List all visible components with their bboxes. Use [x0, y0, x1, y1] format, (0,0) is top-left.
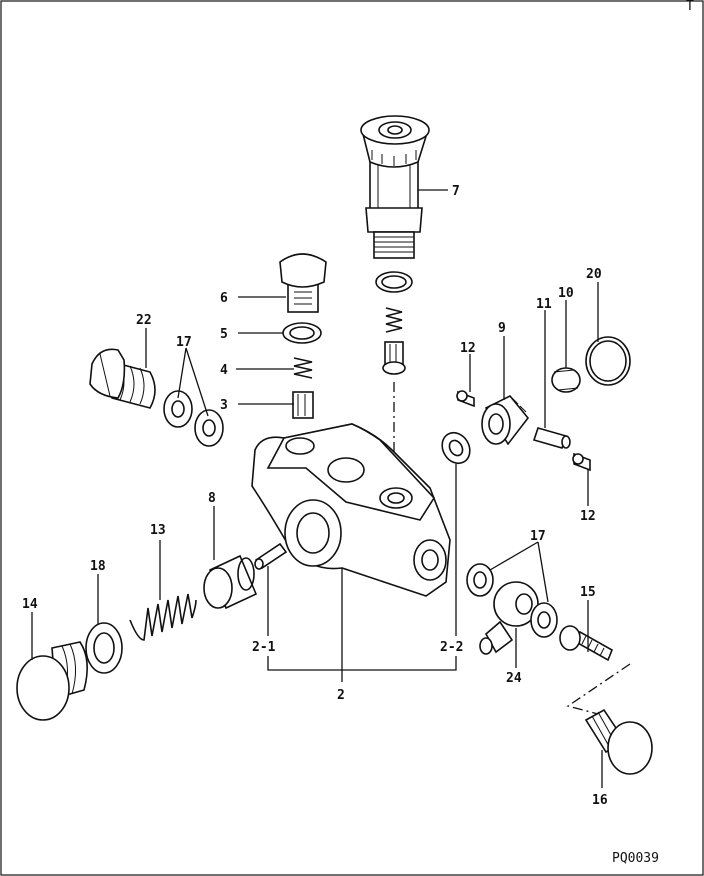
part-6-plug [279, 253, 327, 313]
label-16: 16 [592, 793, 608, 808]
part-7-valve [382, 341, 406, 375]
assembly-axis-15-16 [566, 663, 631, 715]
part-17-washer-left-a [163, 390, 193, 428]
corner-mark: T [686, 0, 694, 14]
part-15-bolt [559, 625, 614, 662]
part-7-priming-pump [360, 115, 430, 259]
label-3: 3 [220, 398, 228, 413]
label-14: 14 [22, 597, 38, 612]
part-3-valve [292, 391, 314, 419]
label-2-1: 2-1 [252, 640, 276, 655]
label-6: 6 [220, 291, 228, 306]
part-7-seal-ring [375, 271, 413, 293]
label-7: 7 [452, 184, 460, 199]
part-9-sleeve [481, 394, 530, 446]
label-18: 18 [90, 559, 106, 574]
label-17-left: 17 [176, 335, 192, 350]
part-2-1-pin [254, 542, 288, 570]
label-8: 8 [208, 491, 216, 506]
label-22: 22 [136, 313, 152, 328]
part-7-spring [385, 307, 403, 333]
part-4-spring [293, 357, 313, 379]
label-10: 10 [558, 286, 574, 301]
part-12-pin-top [456, 390, 475, 408]
label-24: 24 [506, 671, 522, 686]
label-2: 2 [337, 688, 345, 703]
label-9: 9 [498, 321, 506, 336]
part-11-pin [532, 427, 571, 449]
part-24-banjo-fitting [479, 581, 539, 655]
part-number-labels: 7 6 5 4 3 22 17 12 9 11 10 20 12 8 13 18… [22, 184, 659, 866]
part-5-ring [282, 322, 322, 344]
part-2-pump-body [251, 423, 451, 597]
label-17-right: 17 [530, 529, 546, 544]
label-2-2: 2-2 [440, 640, 463, 655]
part-10-collar [551, 367, 581, 393]
part-22-plug [89, 348, 156, 409]
label-5: 5 [220, 327, 228, 342]
drawing-code: PQ0039 [612, 851, 659, 866]
part-20-snap-ring [585, 336, 631, 386]
part-17-washer-right-a [466, 563, 494, 597]
label-4: 4 [220, 363, 228, 378]
part-17-washer-left-b [194, 409, 224, 447]
part-2-2-ring [441, 431, 471, 465]
part-12-pin-bottom [572, 452, 591, 472]
label-15: 15 [580, 585, 596, 600]
label-12-top: 12 [460, 341, 476, 356]
label-13: 13 [150, 523, 166, 538]
part-16-plug [584, 708, 653, 775]
part-8-sleeve [203, 554, 258, 610]
label-12-bottom: 12 [580, 509, 596, 524]
part-14-plug [16, 641, 88, 721]
part-13-spring [129, 593, 197, 641]
label-11: 11 [536, 297, 552, 312]
part-17-washer-right-b [530, 602, 558, 638]
part-18-washer [85, 622, 123, 674]
leader-lines [31, 189, 603, 788]
label-20: 20 [586, 267, 602, 282]
